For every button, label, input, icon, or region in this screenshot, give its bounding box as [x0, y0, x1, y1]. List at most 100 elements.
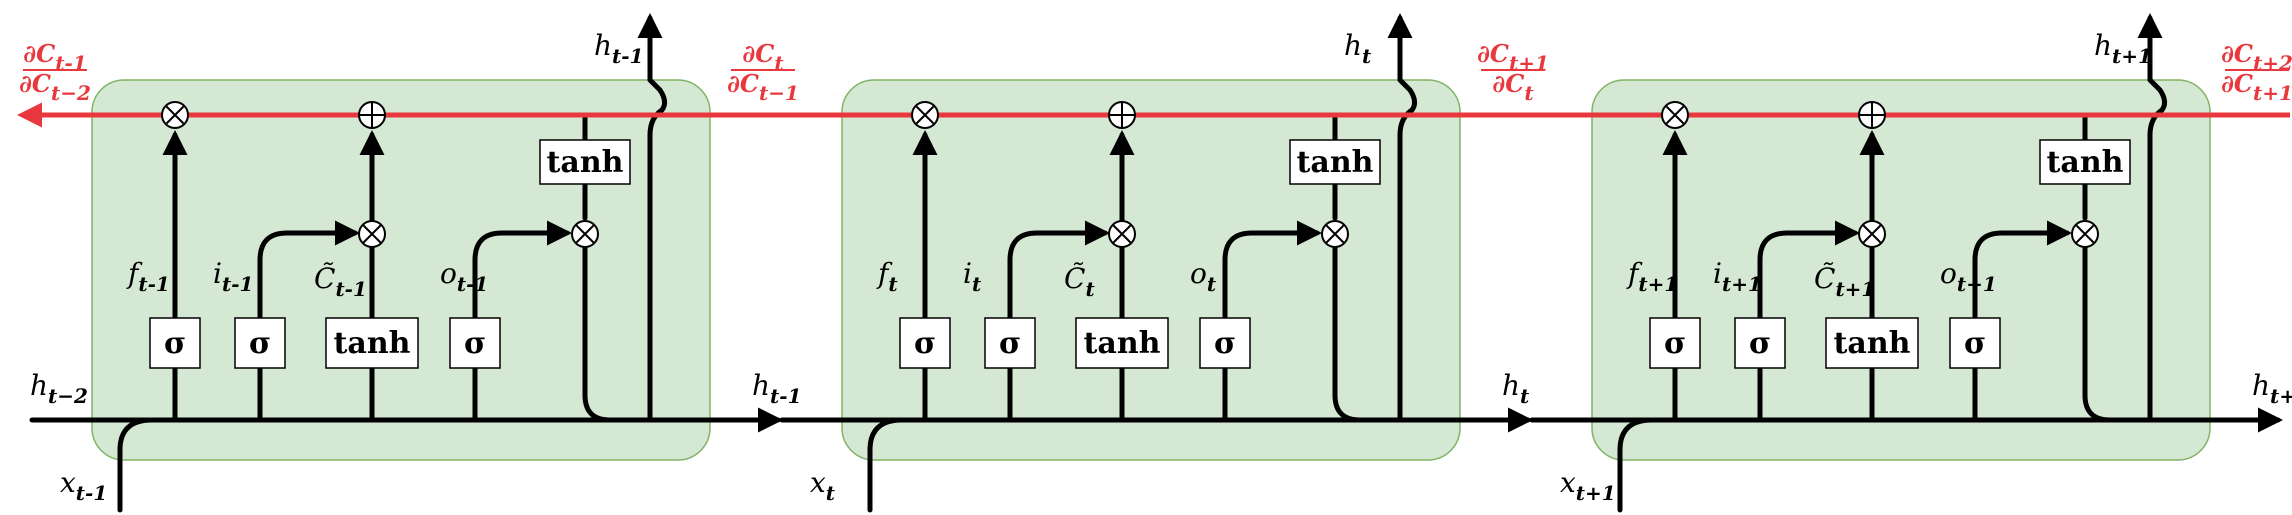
sigma-gate-input-box	[984, 317, 1036, 369]
lstm-cell-3: σ σ tanh σ tanh	[1529, 13, 2283, 513]
candidate-label: C̃t-1	[314, 262, 367, 301]
output-gate-label-sub: t+1	[1957, 272, 1997, 296]
input-x-line	[1617, 417, 1655, 513]
h-output-label-sub: t+1	[2112, 44, 2152, 68]
tanh-gate-cellstate-box	[2039, 139, 2131, 185]
output-down-path	[1332, 245, 1403, 423]
tanh-gate-candidate-box	[1075, 317, 1169, 369]
tanh-gate-candidate-box	[1825, 317, 1919, 369]
multiply-output-op-cross	[1325, 224, 1345, 244]
input-x-label-main: x	[810, 466, 826, 499]
cell-background	[841, 79, 1461, 461]
h-output-label: ht+1	[2094, 29, 2152, 68]
sigma-gate-forget-label: σ	[914, 326, 936, 361]
h-right-label: ht+1	[2252, 369, 2292, 408]
sigma-gate-forget: σ	[1649, 317, 1701, 369]
gradient-denominator-sub: t	[1524, 81, 1534, 105]
forget-gate-label-sub: t	[888, 272, 898, 296]
h-right-label-sub: t	[1520, 384, 1530, 408]
sigma-gate-output-box	[449, 317, 501, 369]
input-x-label-sub: t-1	[76, 481, 107, 505]
input-gate-label-main: i	[963, 257, 972, 290]
output-gate-label-sub: t-1	[457, 272, 488, 296]
h-input-label-sub: t−2	[48, 384, 88, 408]
forget-multiply-op-cross	[1665, 105, 1685, 125]
input-gate-path	[1007, 220, 1110, 423]
gradient-denominator: ∂Ct+1	[2221, 69, 2292, 105]
output-down-path	[2082, 245, 2153, 423]
gradient-label-3: ∂Ct+1∂Ct	[1477, 39, 1549, 105]
gradient-numerator-sub: t+2	[2253, 51, 2292, 75]
h-right-label-main: h	[1502, 369, 1520, 402]
forget-multiply-op	[911, 101, 939, 129]
gradient-denominator-main: ∂C	[727, 69, 759, 98]
sigma-gate-input-label: σ	[999, 326, 1021, 361]
sigma-gate-output-box	[1199, 317, 1251, 369]
input-x-label-main: x	[1560, 466, 1576, 499]
h-input-label: ht−2	[30, 369, 88, 408]
candidate-label-main: C̃	[1064, 262, 1085, 295]
sigma-gate-output: σ	[1949, 317, 2001, 369]
h-output-label-main: h	[2094, 29, 2112, 62]
input-gate-path	[1757, 220, 1860, 423]
gradient-numerator-sub: t-1	[55, 51, 86, 75]
cellstate-add-op	[1108, 101, 1136, 129]
tanh-gate-cellstate: tanh	[2039, 139, 2131, 185]
sigma-gate-input-box	[1734, 317, 1786, 369]
gradient-denominator: ∂Ct−1	[727, 69, 799, 105]
multiply-input-op	[1858, 220, 1886, 248]
tanh-gate-candidate-label: tanh	[334, 326, 411, 361]
h-right-label-sub: t+1	[2270, 384, 2292, 408]
input-gate-label: it	[963, 257, 982, 296]
cellstate-ops-2	[911, 101, 1136, 129]
h-output-label-main: h	[594, 29, 612, 62]
gradient-denominator-main: ∂C	[19, 69, 51, 98]
gradient-numerator-main: ∂C	[23, 39, 55, 68]
multiply-output-op-cross	[2075, 224, 2095, 244]
output-gate-label-sub: t	[1207, 272, 1217, 296]
output-gate-path	[1972, 220, 2072, 423]
output-gate-label-main: o	[440, 257, 457, 290]
gradient-denominator-main: ∂C	[2221, 69, 2253, 98]
sigma-gate-forget-label: σ	[164, 326, 186, 361]
input-x-line	[117, 417, 155, 513]
sigma-gate-input-label: σ	[1749, 326, 1771, 361]
output-gate-label: ot-1	[440, 257, 488, 296]
input-x-line	[867, 417, 905, 513]
tanh-gate-candidate-label: tanh	[1834, 326, 1911, 361]
sigma-gate-output-label: σ	[1214, 326, 1236, 361]
output-gate-path	[1222, 220, 1322, 423]
input-x-label-sub: t+1	[1576, 481, 1616, 505]
cellstate-add-op-plus	[1110, 103, 1134, 127]
sigma-gate-forget-box	[899, 317, 951, 369]
input-gate-label-sub: t-1	[222, 272, 253, 296]
cell-background	[91, 79, 711, 461]
forget-multiply-op-cross	[915, 105, 935, 125]
h-right-label-main: h	[2252, 369, 2270, 402]
multiply-output-op-cross	[575, 224, 595, 244]
multiply-output-op	[2071, 220, 2099, 248]
tanh-gate-cellstate: tanh	[539, 139, 631, 185]
h-output-path	[1387, 13, 1418, 423]
sigma-gate-forget-label: σ	[1664, 326, 1686, 361]
forget-multiply-op-cross	[165, 105, 185, 125]
sigma-gate-forget-box	[1649, 317, 1701, 369]
gradient-label-2: ∂Ct∂Ct−1	[727, 39, 799, 105]
cell-background	[1591, 79, 2211, 461]
cellstate-add-op	[358, 101, 386, 129]
h-right-label-sub: t-1	[770, 384, 801, 408]
gradient-numerator-main: ∂C	[2221, 39, 2253, 68]
sigma-gate-output-label: σ	[464, 326, 486, 361]
tanh-gate-candidate-label: tanh	[1084, 326, 1161, 361]
tanh-gate-cellstate-label: tanh	[2047, 145, 2124, 180]
sigma-gate-forget-box	[149, 317, 201, 369]
h-right-label: ht	[1502, 369, 1530, 408]
gradient-label-4: ∂Ct+2∂Ct+1	[2221, 39, 2292, 105]
output-gate-path	[472, 220, 572, 423]
h-output-path	[2137, 13, 2168, 423]
gradient-label-1: ∂Ct-1∂Ct−2	[19, 39, 91, 105]
gradient-numerator-main: ∂C	[742, 39, 774, 68]
tanh-gate-cellstate-label: tanh	[547, 145, 624, 180]
